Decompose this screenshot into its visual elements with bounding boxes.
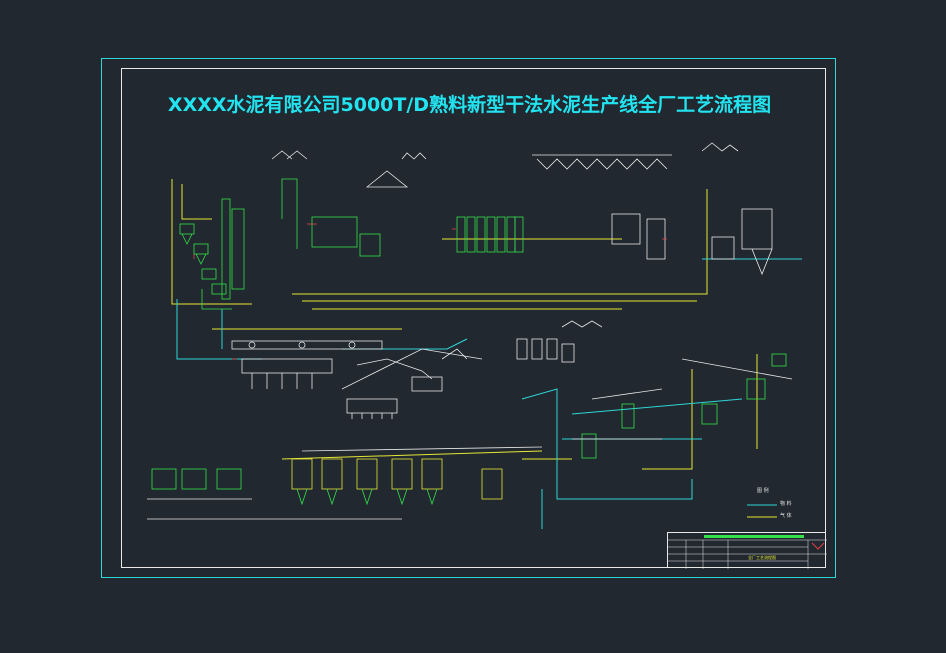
stockpile-clay [401, 152, 427, 160]
packing-silo-1 [291, 458, 313, 490]
kiln-group [231, 340, 383, 389]
coal-mill [611, 213, 641, 245]
bottom-conveyor [301, 446, 543, 452]
grate-cooler [241, 358, 333, 374]
gas-duct-preheater [181, 184, 212, 220]
silo-3 [476, 216, 486, 253]
legend-label-material: 物 料 [780, 501, 792, 507]
material-line-mid [571, 398, 743, 415]
rotary-kiln [231, 340, 383, 350]
clinker-conveyor [341, 348, 483, 419]
company-logo [811, 542, 825, 550]
coal-cone [751, 248, 773, 276]
title-block-banner [704, 535, 804, 538]
coal-mill-area [611, 208, 773, 276]
packing-silo-3 [356, 458, 378, 490]
calciner [221, 198, 231, 300]
material-line-cooler [342, 338, 468, 350]
stockpile-right [701, 142, 739, 152]
material-line-cement [572, 479, 693, 500]
packer-3 [216, 468, 242, 490]
silo-6 [506, 216, 516, 253]
stockpile-prehomo-yard [536, 158, 668, 170]
clinker-silo-4 [561, 343, 575, 363]
drawing-title: XXXX水泥有限公司5000T/D熟料新型干法水泥生产线全厂工艺流程图 [167, 94, 772, 116]
legend-heading: 图 例 [757, 488, 769, 494]
cyclone-2 [193, 243, 209, 255]
cement-mill-area [581, 353, 793, 459]
riser-duct [231, 208, 245, 290]
clinker-silo-3 [546, 338, 558, 360]
packing-silo-4 [391, 458, 413, 490]
packer-1 [151, 468, 177, 490]
process-flow-diagram [147, 142, 802, 529]
cement-mill-2 [701, 403, 718, 425]
drawing-sheet: XXXX水泥有限公司5000T/D熟料新型干法水泥生产线全厂工艺流程图 [101, 58, 836, 578]
silo-1 [456, 216, 466, 253]
cement-bin [581, 433, 597, 459]
bag-filter [711, 236, 735, 260]
clinker-silo-1 [516, 338, 528, 360]
clinker-bin [346, 398, 398, 414]
stockpile-dome [365, 170, 409, 188]
gas-duct-main-horizontal [292, 189, 708, 295]
material-line-silo [521, 388, 577, 500]
cyclone-4 [211, 283, 227, 295]
cement-filter [771, 353, 787, 367]
cooler-hopper [441, 348, 468, 360]
cement-mill-1 [621, 403, 635, 429]
packing-silo-2 [321, 458, 343, 490]
silo-5 [496, 216, 506, 253]
gas-duct-bottom [281, 450, 543, 460]
clinker-silo-2 [531, 338, 543, 360]
drawing-inner-frame [121, 68, 826, 568]
clinker-silo-area [411, 338, 575, 392]
sheet-name: 全厂工艺流程图 [748, 555, 776, 560]
packing-silo-6 [481, 468, 503, 500]
gas-duct-cement-mill [642, 369, 693, 470]
gas-duct-left-main [171, 179, 252, 305]
red-accents [193, 223, 667, 360]
packing-silo-5 [421, 458, 443, 490]
cyclone-3 [201, 268, 217, 280]
clinker-chain-conveyor [341, 348, 483, 390]
packing-machines [147, 468, 438, 520]
legend-material-line [747, 504, 777, 506]
legend-label-gas: 气 体 [780, 513, 792, 519]
stockpile-limestone [271, 150, 308, 160]
packer-2 [181, 468, 207, 490]
cyclone-1 [179, 223, 195, 235]
silo-4 [486, 216, 496, 253]
raw-mill [311, 216, 358, 248]
coal-filter [741, 208, 773, 250]
transfer-house [411, 376, 443, 392]
preheater-tower [179, 198, 245, 310]
raw-mill-area [281, 178, 524, 257]
title-block: 全厂工艺流程图 [667, 532, 827, 569]
raw-meal-bin [359, 233, 381, 257]
packing-area [291, 458, 503, 500]
silo-2 [466, 216, 476, 253]
stockpile-group [271, 142, 739, 328]
silo-7 [514, 216, 524, 253]
title-block-grid [668, 535, 827, 569]
stockpile-mid [561, 320, 603, 328]
separator [746, 378, 766, 400]
legend-gas-line [747, 516, 777, 518]
